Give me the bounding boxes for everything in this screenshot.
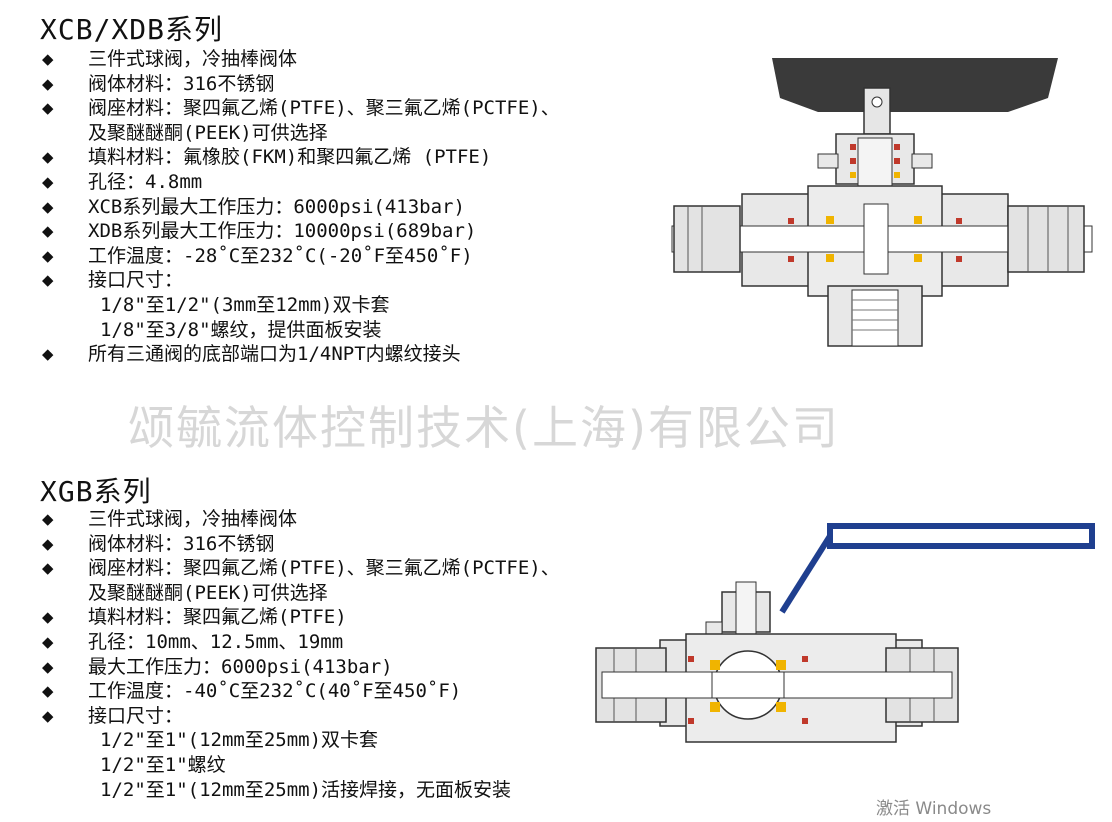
bullet-diamond-icon: ◆ xyxy=(42,655,54,678)
spec-item: ◆ 工作温度：-40˚C至232˚C(40˚F至450˚F) xyxy=(42,679,560,704)
xgb-valve-cross-section xyxy=(595,523,1095,743)
spec-item: ◆ 孔径：10mm、12.5mm、19mm xyxy=(42,630,560,655)
spec-item-text: 1/2"至1"(12mm至25mm)双卡套 xyxy=(100,729,379,752)
bullet-diamond-icon: ◆ xyxy=(42,532,54,555)
xcb-xdb-valve-cross-section xyxy=(671,58,1093,347)
spec-item-text: 孔径：10mm、12.5mm、19mm xyxy=(88,630,344,653)
spec-item: 1/8"至3/8"螺纹，提供面板安装 xyxy=(42,318,560,343)
bullet-diamond-icon: ◆ xyxy=(42,606,54,629)
bullet-diamond-icon: ◆ xyxy=(42,72,54,95)
spec-item: ◆ 阀体材料：316不锈钢 xyxy=(42,532,560,557)
company-watermark: 颂毓流体控制技术(上海)有限公司 xyxy=(128,401,840,455)
spec-item: ◆ 接口尺寸： xyxy=(42,268,560,293)
valve-lever-handle xyxy=(827,523,1095,549)
spec-item: 1/8"至1/2"(3mm至12mm)双卡套 xyxy=(42,293,560,318)
bullet-diamond-icon: ◆ xyxy=(42,704,54,727)
spec-item-text: 1/2"至1"(12mm至25mm)活接焊接，无面板安装 xyxy=(100,778,512,801)
xgb-spec-list: ◆ 三件式球阀，冷抽棒阀体 ◆ 阀体材料：316不锈钢 ◆ 阀座材料：聚四氟乙烯(PTFE… xyxy=(42,507,560,802)
spec-item-text: 及聚醚醚酮(PEEK)可供选择 xyxy=(88,581,328,604)
bullet-diamond-icon: ◆ xyxy=(42,508,54,530)
spec-item-text: 1/2"至1"螺纹 xyxy=(100,753,226,776)
spec-item: ◆ 填料材料：氟橡胶(FKM)和聚四氟乙烯 (PTFE) xyxy=(42,145,560,170)
spec-item-text: 填料材料：聚四氟乙烯(PTFE) xyxy=(88,606,347,629)
spec-item-text: 1/8"至3/8"螺纹，提供面板安装 xyxy=(100,318,382,341)
spec-item-text: 1/8"至1/2"(3mm至12mm)双卡套 xyxy=(100,293,390,316)
spec-item: ◆ 阀体材料：316不锈钢 xyxy=(42,72,560,97)
spec-item: ◆ 最大工作压力：6000psi(413bar) xyxy=(42,655,560,680)
bullet-diamond-icon: ◆ xyxy=(42,343,54,366)
xcb-xdb-series-title: XCB/XDB系列 xyxy=(40,13,224,46)
bullet-diamond-icon: ◆ xyxy=(42,97,54,120)
spec-item-text: 阀体材料：316不锈钢 xyxy=(88,532,275,555)
spec-item-text: 所有三通阀的底部端口为1/4NPT内螺纹接头 xyxy=(88,343,461,366)
spec-item-text: 接口尺寸： xyxy=(88,269,184,292)
spec-item-text: 接口尺寸： xyxy=(88,704,184,727)
spec-item: ◆ 阀座材料：聚四氟乙烯(PTFE)、聚三氟乙烯(PCTFE)、 xyxy=(42,556,560,581)
spec-item-text: 最大工作压力：6000psi(413bar) xyxy=(88,655,393,678)
xcb-xdb-spec-list: ◆ 三件式球阀，冷抽棒阀体 ◆ 阀体材料：316不锈钢 ◆ 阀座材料：聚四氟乙烯(PTFE… xyxy=(42,47,560,367)
spec-item-text: 阀座材料：聚四氟乙烯(PTFE)、聚三氟乙烯(PCTFE)、 xyxy=(88,97,560,120)
bullet-diamond-icon: ◆ xyxy=(42,146,54,169)
spec-item-text: 三件式球阀，冷抽棒阀体 xyxy=(88,508,298,530)
spec-item-text: 孔径：4.8mm xyxy=(88,170,203,193)
spec-item: ◆ 所有三通阀的底部端口为1/4NPT内螺纹接头 xyxy=(42,342,560,367)
spec-item: ◆ 孔径：4.8mm xyxy=(42,170,560,195)
spec-item: 1/2"至1"(12mm至25mm)双卡套 xyxy=(42,728,560,753)
spec-item-text: 阀座材料：聚四氟乙烯(PTFE)、聚三氟乙烯(PCTFE)、 xyxy=(88,557,560,580)
spec-item: ◆ 工作温度：-28˚C至232˚C(-20˚F至450˚F) xyxy=(42,244,560,269)
spec-item: 及聚醚醚酮(PEEK)可供选择 xyxy=(42,581,560,606)
bullet-diamond-icon: ◆ xyxy=(42,195,54,218)
bullet-diamond-icon: ◆ xyxy=(42,269,54,292)
bullet-diamond-icon: ◆ xyxy=(42,630,54,653)
valve-handle xyxy=(772,58,1058,112)
bullet-diamond-icon: ◆ xyxy=(42,220,54,243)
spec-item: ◆ 三件式球阀，冷抽棒阀体 xyxy=(42,47,560,72)
xgb-series-title: XGB系列 xyxy=(40,475,152,508)
spec-item-text: 工作温度：-28˚C至232˚C(-20˚F至450˚F) xyxy=(88,244,473,267)
spec-item: 及聚醚醚酮(PEEK)可供选择 xyxy=(42,121,560,146)
spec-item: ◆ 填料材料：聚四氟乙烯(PTFE) xyxy=(42,605,560,630)
spec-item-text: 三件式球阀，冷抽棒阀体 xyxy=(88,48,298,70)
spec-item-text: 填料材料：氟橡胶(FKM)和聚四氟乙烯 (PTFE) xyxy=(88,146,492,169)
spec-item-text: 阀体材料：316不锈钢 xyxy=(88,72,275,95)
activate-windows-notice: 激活 Windows xyxy=(876,799,992,819)
spec-item: ◆ XCB系列最大工作压力：6000psi(413bar) xyxy=(42,195,560,220)
bullet-diamond-icon: ◆ xyxy=(42,680,54,703)
bullet-diamond-icon: ◆ xyxy=(42,557,54,580)
spec-item-text: XDB系列最大工作压力：10000psi(689bar) xyxy=(88,220,477,243)
spec-item-text: XCB系列最大工作压力：6000psi(413bar) xyxy=(88,195,465,218)
spec-item: ◆ XDB系列最大工作压力：10000psi(689bar) xyxy=(42,219,560,244)
spec-item-text: 工作温度：-40˚C至232˚C(40˚F至450˚F) xyxy=(88,680,462,703)
spec-item: 1/2"至1"螺纹 xyxy=(42,753,560,778)
spec-item: 1/2"至1"(12mm至25mm)活接焊接，无面板安装 xyxy=(42,778,560,803)
bullet-diamond-icon: ◆ xyxy=(42,170,54,193)
bullet-diamond-icon: ◆ xyxy=(42,48,54,70)
spec-item: ◆ 三件式球阀，冷抽棒阀体 xyxy=(42,507,560,532)
spec-item-text: 及聚醚醚酮(PEEK)可供选择 xyxy=(88,121,328,144)
bullet-diamond-icon: ◆ xyxy=(42,244,54,267)
spec-item: ◆ 阀座材料：聚四氟乙烯(PTFE)、聚三氟乙烯(PCTFE)、 xyxy=(42,96,560,121)
spec-item: ◆ 接口尺寸： xyxy=(42,704,560,729)
